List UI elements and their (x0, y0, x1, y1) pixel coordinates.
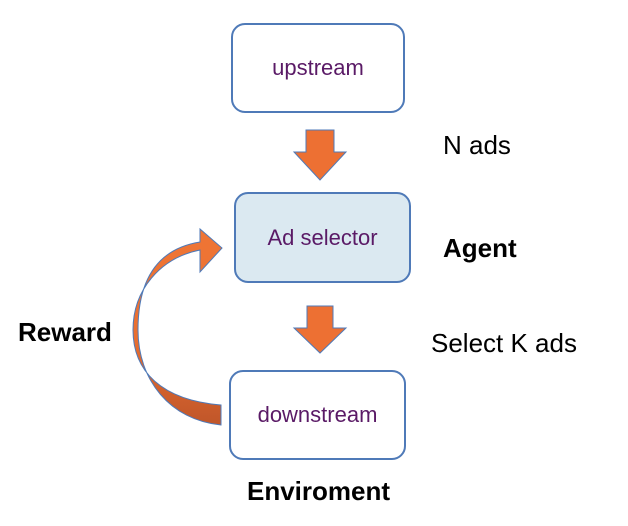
down-arrow-icon (292, 305, 348, 354)
ad-selector-box (234, 192, 411, 283)
n-ads-label: N ads (443, 130, 511, 160)
downstream-label: downstream (257, 402, 378, 427)
ad-selector-label: Ad selector (267, 224, 378, 250)
downstream-box (229, 370, 406, 460)
agent-label: Agent (443, 233, 517, 263)
upstream-box (231, 23, 405, 113)
curved-reward-arrow-icon (132, 227, 223, 426)
down-arrow-icon (292, 129, 348, 181)
environment-label: Enviroment (247, 476, 391, 506)
select-k-ads-label: Select K ads (431, 328, 577, 358)
reward-label: Reward (18, 317, 112, 347)
upstream-label: upstream (272, 55, 364, 80)
